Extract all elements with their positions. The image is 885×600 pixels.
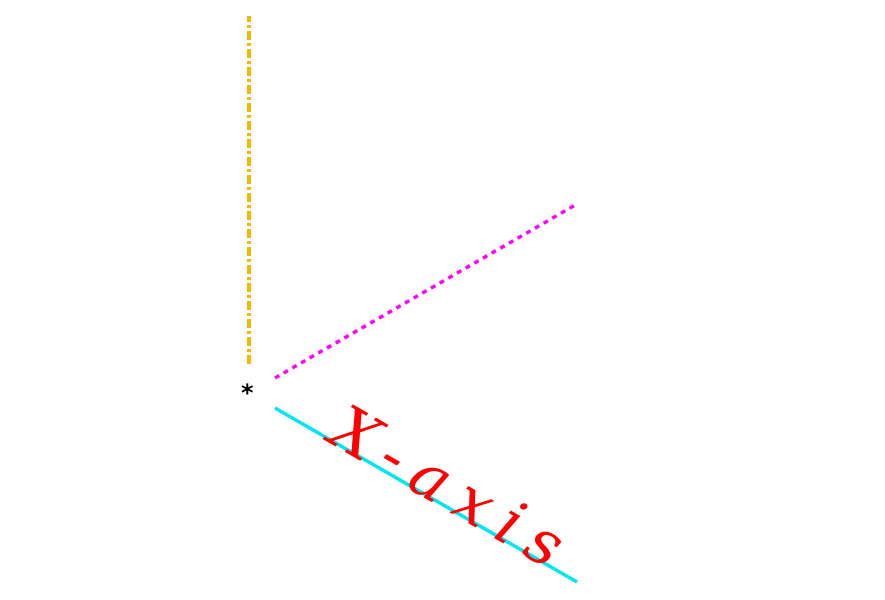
y-axis-line	[274, 202, 578, 380]
origin-marker: *	[241, 379, 254, 407]
x-axis-line	[274, 406, 578, 584]
